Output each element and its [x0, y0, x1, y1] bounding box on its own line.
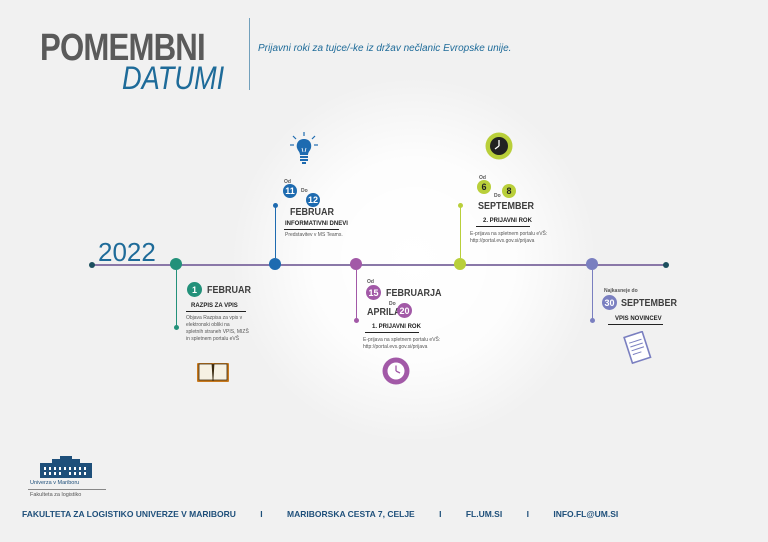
footer-address: MARIBORSKA CESTA 7, CELJE: [287, 509, 415, 519]
page-title-secondary: DATUMI: [122, 60, 225, 96]
event3-label: 1. PRIJAVNI ROK: [372, 324, 421, 330]
stem-dot-5: [590, 318, 595, 323]
stem-dot-4: [458, 203, 463, 208]
timeline-node-5: [586, 258, 598, 270]
event3-to-month: APRILA: [367, 307, 401, 318]
timeline-line: [92, 264, 666, 266]
document-icon: [623, 331, 652, 365]
event3-underline: [365, 332, 419, 333]
event4-to-label: Do: [494, 193, 501, 199]
footer-email-link[interactable]: INFO.FL@UM.SI: [553, 509, 619, 519]
timeline-node-1: [170, 258, 182, 270]
stem-dot-3: [354, 318, 359, 323]
event4-description: E-prijava na spletnem portalu eVŠ: http:…: [470, 231, 548, 244]
event2-underline: [284, 229, 339, 230]
timeline-node-4: [454, 258, 466, 270]
event5-underline: [608, 324, 663, 325]
timeline-start-dot: [89, 262, 95, 268]
footer-name: FAKULTETA ZA LOGISTIKO UNIVERZE V MARIBO…: [22, 509, 236, 519]
timeline-year: 2022: [98, 237, 156, 267]
event5-day-badge: 30: [602, 295, 617, 310]
timeline-node-2: [269, 258, 281, 270]
event4-to-day: 8: [502, 184, 516, 198]
page-title: POMEMBNI: [40, 27, 206, 69]
page-subtitle: Prijavni roki za tujce/-ke iz držav nečl…: [258, 43, 512, 54]
event4-label: 2. PRIJAVNI ROK: [483, 218, 532, 224]
event2-description: Predstavitev v MS Teams.: [285, 232, 343, 238]
event3-from-month: FEBRUARJA: [386, 288, 442, 299]
event3-to-label: Do: [389, 301, 396, 307]
footer: FAKULTETA ZA LOGISTIKO UNIVERZE V MARIBO…: [22, 509, 618, 519]
timeline-node-3: [350, 258, 362, 270]
book-icon: [197, 363, 229, 382]
event1-day-badge: 1: [187, 282, 202, 297]
event5-label: VPIS NOVINCEV: [615, 316, 662, 322]
event4-from-day: 6: [477, 180, 491, 194]
event3-to-day: 20: [397, 303, 412, 318]
event2-to-day: 12: [306, 193, 320, 207]
event4-underline: [476, 226, 530, 227]
footer-separator: I: [260, 509, 263, 519]
stem-5: [592, 270, 593, 320]
event1-month: FEBRUAR: [207, 285, 252, 296]
event3-description: E-prijava na spletnem portalu eVŠ: http:…: [363, 337, 441, 350]
logo-divider: [28, 489, 106, 490]
logo-faculty-name: Fakulteta za logistiko: [30, 492, 82, 498]
timeline-end-dot: [663, 262, 669, 268]
footer-separator: I: [526, 509, 529, 519]
event1-description: Objava Razpisa za vpis v elektronski obl…: [186, 315, 249, 342]
stem-1: [176, 270, 177, 327]
event2-from-label: Od: [284, 179, 291, 185]
stem-3: [356, 270, 357, 320]
stem-4: [460, 206, 461, 258]
event2-to-label: Do: [301, 188, 308, 194]
event4-month: SEPTEMBER: [478, 201, 535, 212]
background-glow: [234, 80, 594, 440]
event2-from-day: 11: [283, 184, 297, 198]
university-logo: [40, 456, 92, 478]
event2-label: INFORMATIVNI DNEVI: [285, 221, 348, 227]
event2-month: FEBRUAR: [290, 207, 335, 218]
event3-from-day: 15: [366, 285, 381, 300]
stem-dot-2: [273, 203, 278, 208]
header-divider: [249, 18, 250, 90]
footer-web-link[interactable]: FL.UM.SI: [465, 509, 503, 519]
event5-month: SEPTEMBER: [621, 298, 678, 309]
stem-dot-1: [174, 325, 179, 330]
event1-label: RAZPIS ZA VPIS: [191, 303, 238, 309]
event1-underline: [186, 311, 246, 312]
lightbulb-icon: [290, 132, 318, 164]
event4-from-label: Od: [479, 175, 486, 181]
clock-icon: [485, 132, 513, 160]
event3-from-label: Od: [367, 279, 374, 285]
footer-separator: I: [439, 509, 442, 519]
event5-pre-label: Najkasneje do: [604, 288, 638, 294]
logo-university-name: Univerza v Mariboru: [30, 480, 80, 486]
clock-icon: [382, 357, 410, 385]
stem-2: [275, 206, 276, 258]
